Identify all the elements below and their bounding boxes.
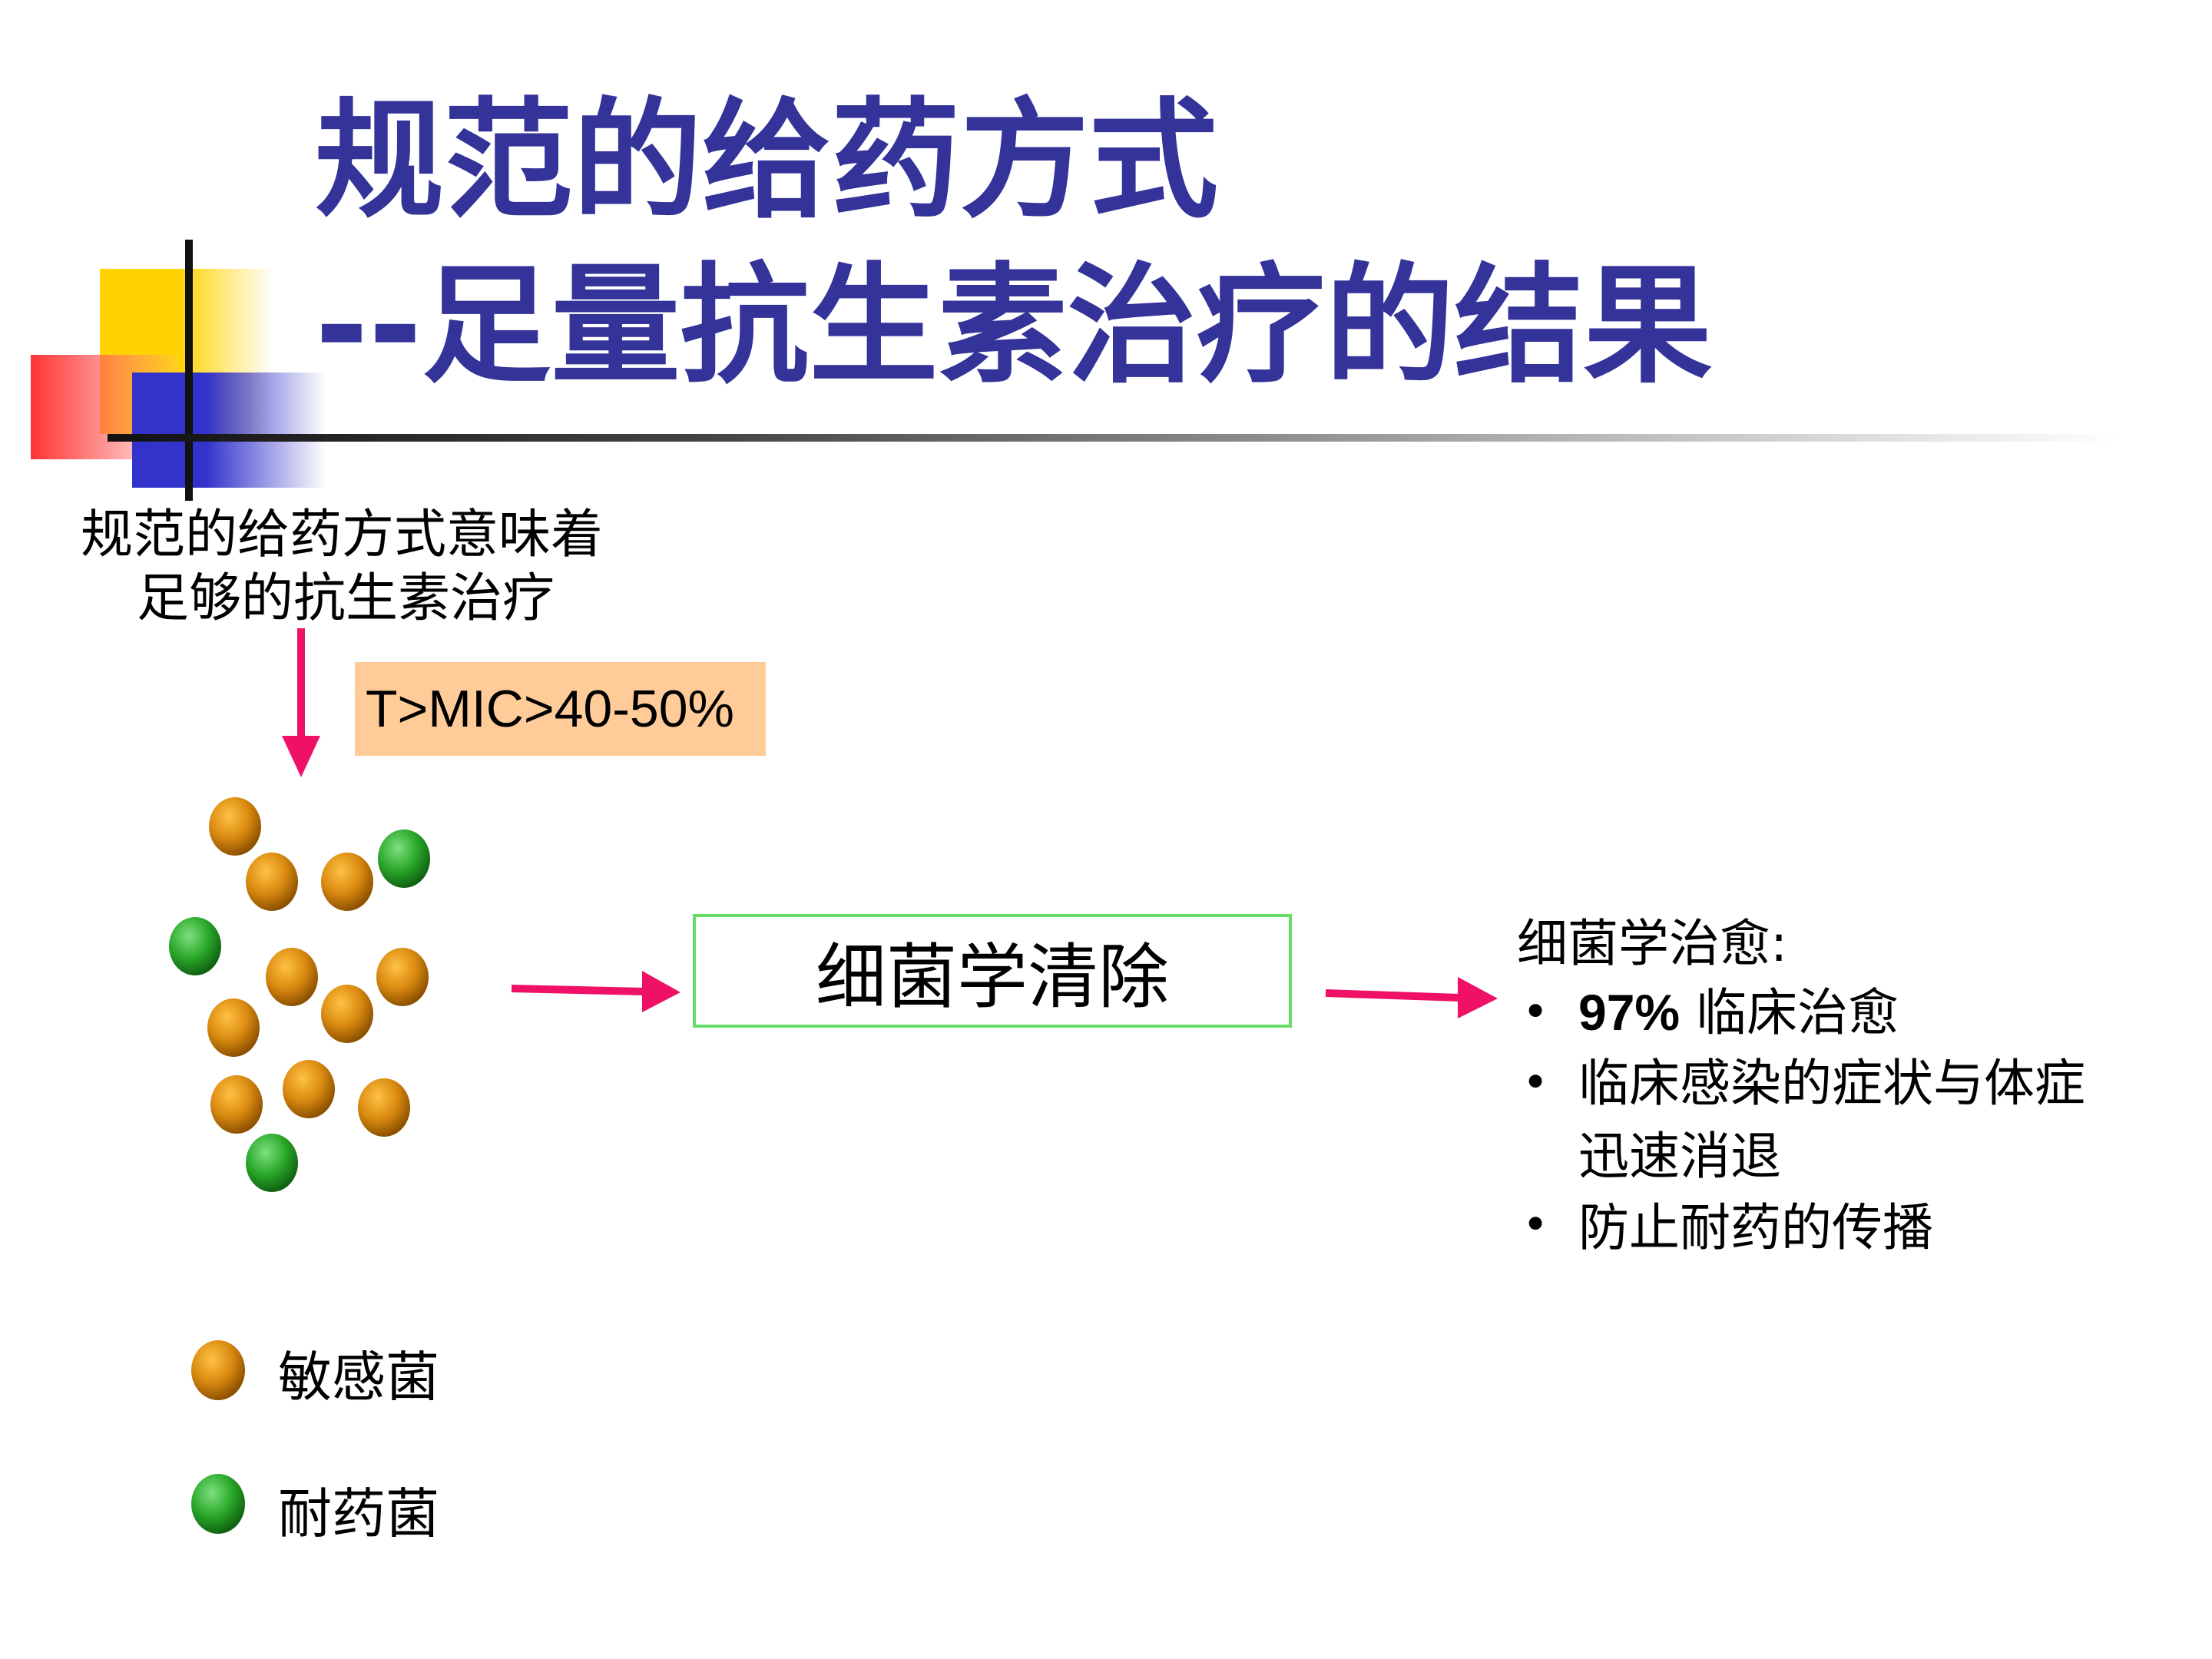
bullet-item-resistance: 防止耐药的传播 <box>1578 1198 1933 1257</box>
sensitive-bacterium <box>321 985 373 1043</box>
sensitive-bacterium <box>376 948 429 1006</box>
sensitive-bacterium <box>246 853 298 911</box>
resistant-bacterium <box>378 830 430 888</box>
sensitive-bacterium <box>358 1078 410 1137</box>
bullet-item-symptoms-line-2: 迅速消退 <box>1578 1127 1781 1186</box>
resistant-bacterium <box>169 917 221 975</box>
legend-dot-sensitive <box>191 1340 245 1400</box>
sensitive-bacterium <box>209 797 261 856</box>
arrow-to-clearance <box>511 971 680 1012</box>
slide-subtitle: --足量抗生素治疗的结果 <box>315 250 1713 401</box>
clearance-box: 细菌学清除 <box>693 914 1292 1028</box>
arrow-down <box>282 628 320 777</box>
decor-blue-square <box>132 373 326 488</box>
caption-line-2: 足够的抗生素治疗 <box>137 568 555 629</box>
legend-label-resistant: 耐药菌 <box>278 1482 439 1545</box>
cure-heading: 细菌学治愈: <box>1517 914 1788 973</box>
cure-rate-value: 97% <box>1578 984 1681 1041</box>
caption-line-1: 规范的给药方式意味着 <box>81 505 604 565</box>
bullet-item-symptoms-line-1: 临床感染的症状与体症 <box>1578 1054 2085 1113</box>
bullet-dot: • <box>1522 985 1549 1038</box>
cure-rate-text: 临床治愈 <box>1680 983 1899 1042</box>
clearance-label: 细菌学清除 <box>815 935 1169 1018</box>
decor-horizontal-rule <box>108 434 2120 442</box>
decor-vertical-line <box>185 240 193 501</box>
sensitive-bacterium <box>207 998 260 1057</box>
sensitive-bacterium <box>210 1075 263 1134</box>
sensitive-bacterium <box>283 1060 335 1118</box>
bullet-dot: • <box>1522 1056 1549 1108</box>
resistant-bacterium <box>246 1134 298 1192</box>
mic-label: T>MIC>40-50% <box>366 680 734 738</box>
legend-label-sensitive: 敏感菌 <box>278 1346 439 1409</box>
mic-badge: T>MIC>40-50% <box>355 662 766 756</box>
bullet-item-cure-rate: 97% 临床治愈 <box>1578 972 1899 1045</box>
sensitive-bacterium <box>266 948 318 1006</box>
arrow-to-cure <box>1325 977 1498 1018</box>
slide-title: 规范的给药方式 <box>315 85 1218 236</box>
sensitive-bacterium <box>321 853 373 911</box>
bacteria-cluster <box>169 797 430 1192</box>
legend-dot-resistant <box>191 1474 245 1534</box>
bullet-dot: • <box>1522 1198 1549 1250</box>
